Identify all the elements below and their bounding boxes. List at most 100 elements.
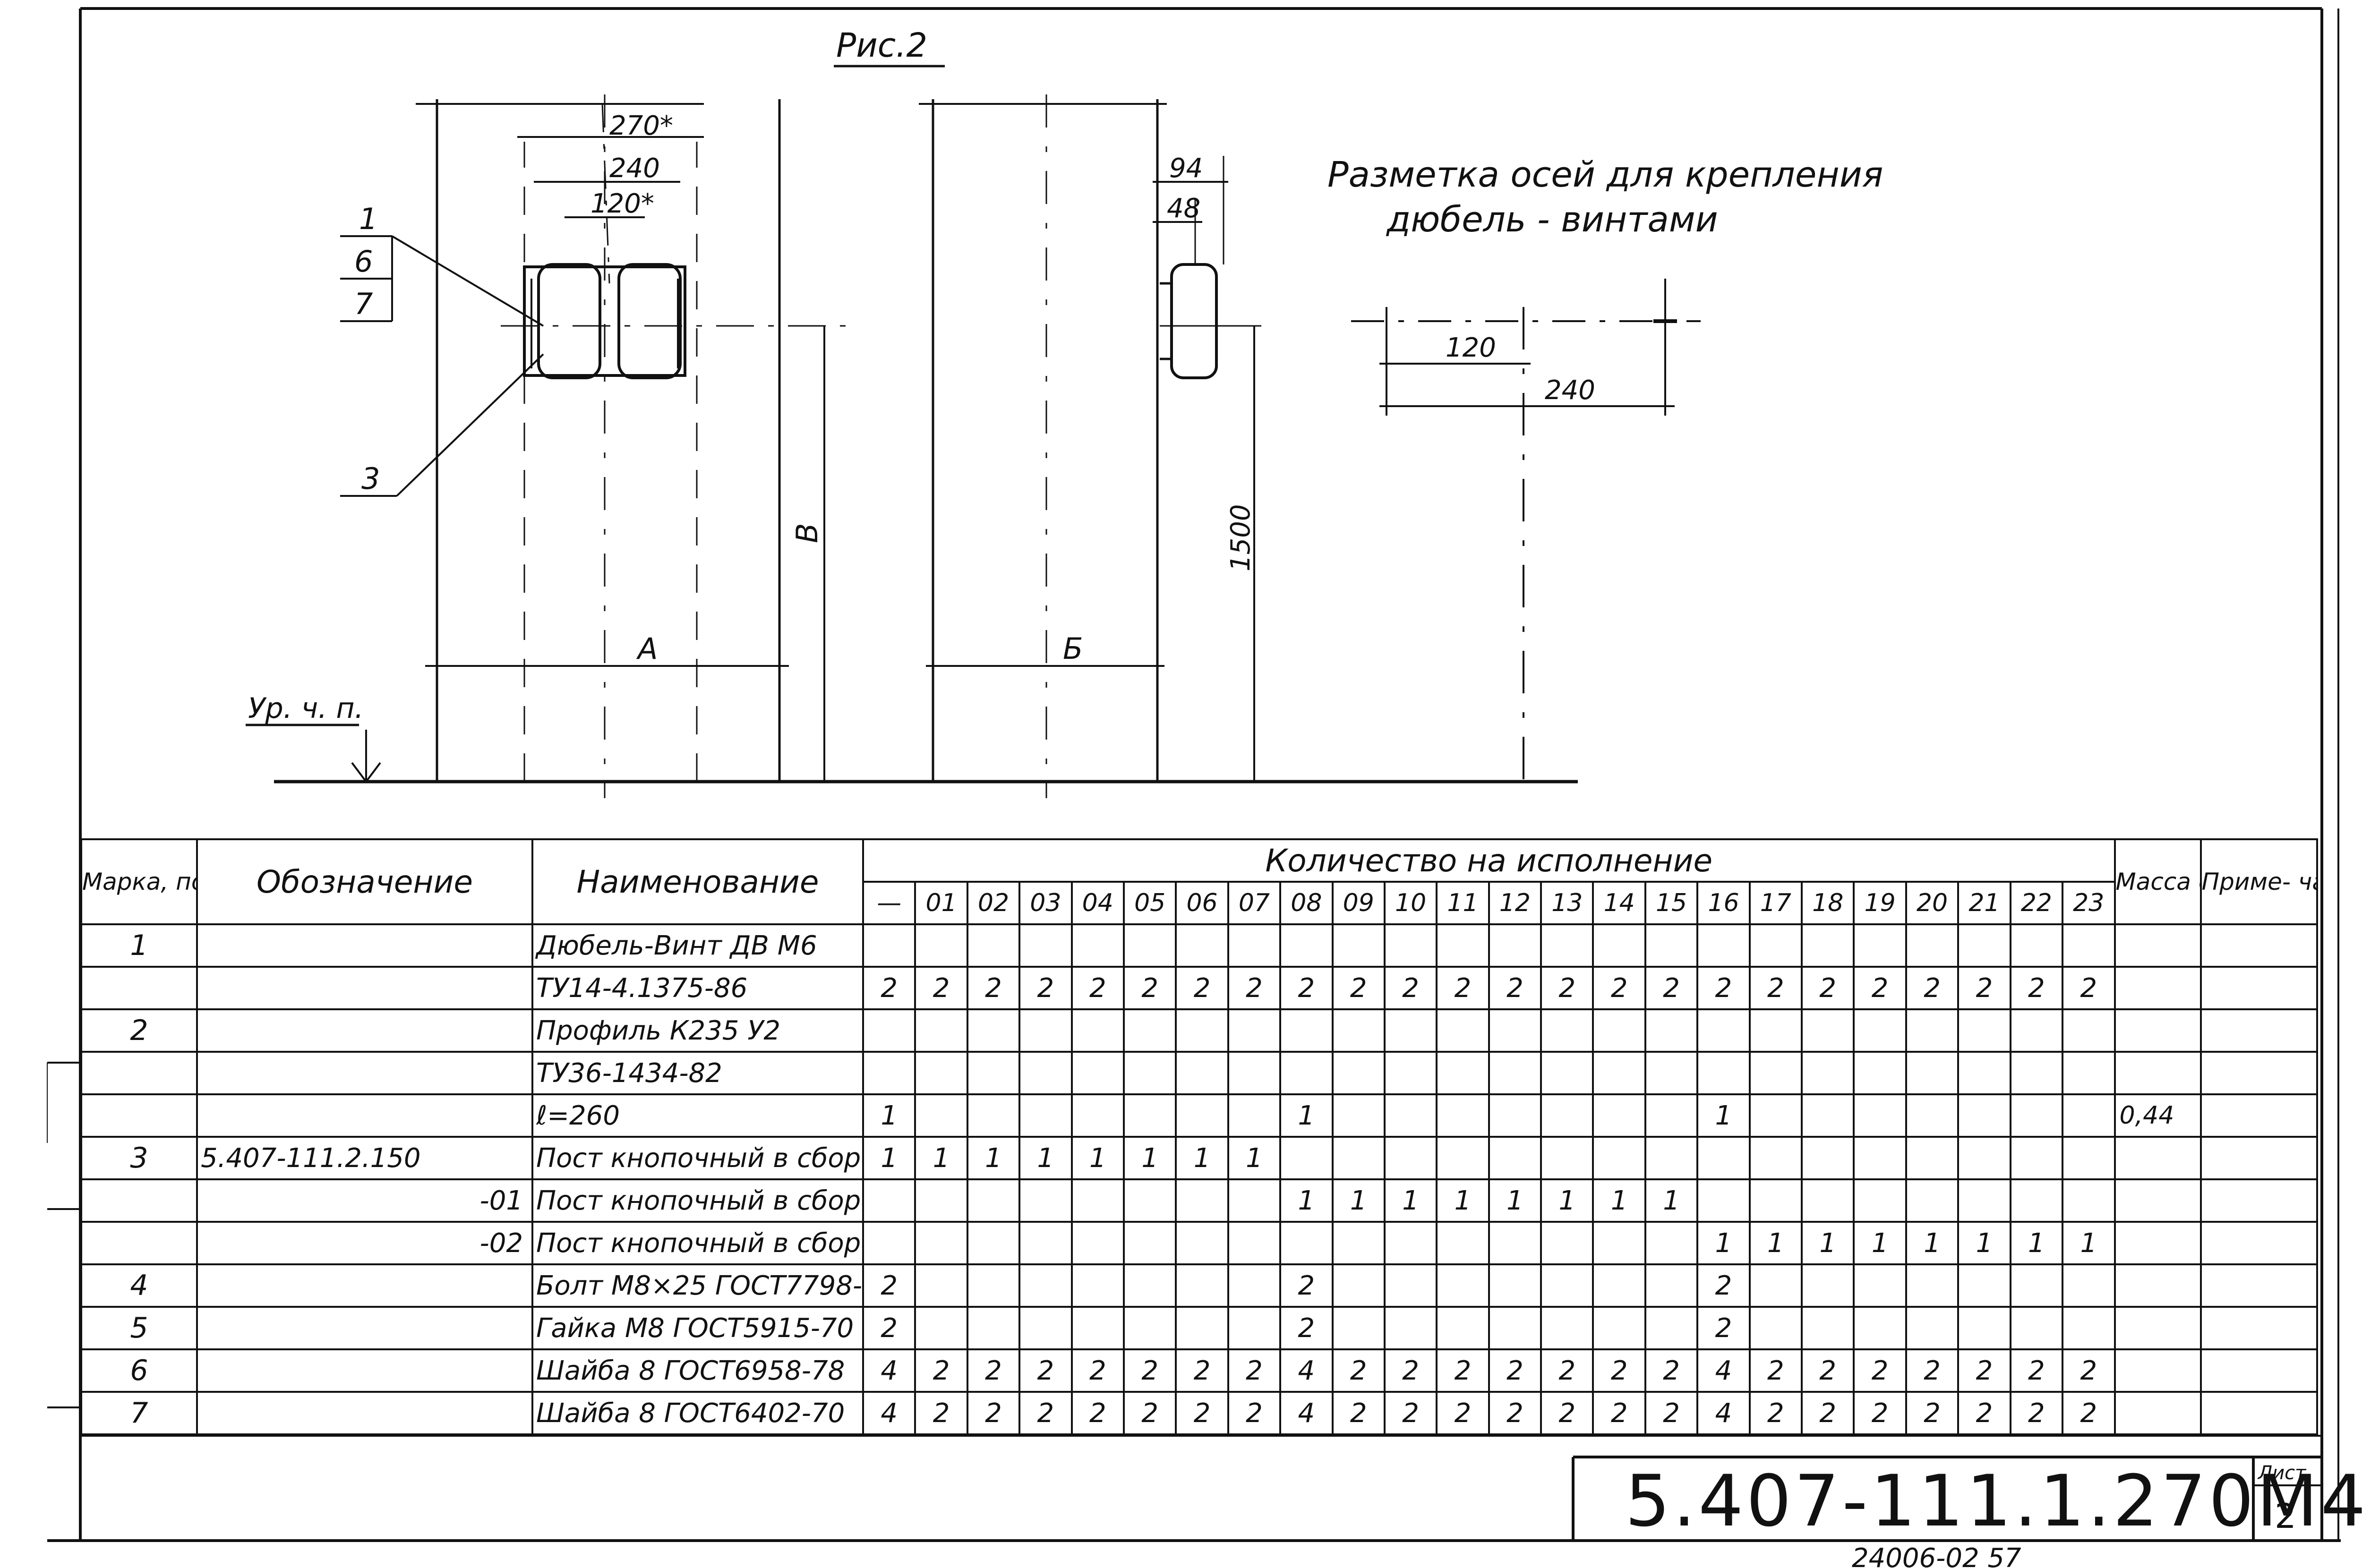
quantity-cell [1331,1051,1386,1095]
designation-cell [196,1348,533,1393]
quantity-cell [1175,923,1229,968]
quantity-cell: 2 [1905,1391,1960,1435]
name-cell: Дюбель-Винт ДВ М6 [531,923,864,968]
position-cell: 4 [80,1263,198,1308]
col-name-header: Наименование [531,838,864,925]
quantity-cell [1018,1051,1073,1095]
quantity-cell: 2 [1488,1348,1542,1393]
document-code: 5.407-111.1.270М4 [1625,1460,2362,1542]
quantity-cell [1644,923,1699,968]
front-view [416,94,846,798]
quantity-cell [2061,1136,2116,1180]
marking-240: 240 [1545,375,1595,406]
name-cell: Профиль К235 У2 [531,1008,864,1053]
quantity-cell [1436,1136,1490,1180]
col-note-header: Приме- чание [2199,838,2318,925]
quantity-cell [1957,1008,2011,1053]
quantity-cell [1748,1306,1803,1350]
dim-A: А [636,631,658,666]
quantity-cell: 2 [1853,966,1907,1010]
quantity-cell: 2 [1801,1348,1855,1393]
quantity-cell: 2 [1801,1391,1855,1435]
note-cell [2199,1008,2318,1053]
quantity-cell [1801,1178,1855,1223]
quantity-cell [966,1306,1021,1350]
quantity-cell [1801,1093,1855,1138]
quantity-cell [1644,1221,1699,1265]
quantity-cell [2061,1178,2116,1223]
variant-header: 20 [1905,881,1960,925]
dim-1500: 1500 [1225,504,1256,571]
quantity-cell: 4 [1279,1391,1334,1435]
name-cell: Пост кнопочный в сборе [531,1178,864,1223]
quantity-cell [966,1051,1021,1095]
quantity-cell [1957,1136,2011,1180]
quantity-cell: 4 [1696,1391,1751,1435]
quantity-cell [1018,923,1073,968]
name-cell: Пост кнопочный в сборе [531,1136,864,1180]
variant-header: 16 [1696,881,1751,925]
note-cell [2199,1178,2318,1223]
mass-cell [2114,966,2202,1010]
quantity-cell: 1 [1905,1221,1960,1265]
quantity-cell [1227,1263,1282,1308]
quantity-cell [1227,923,1282,968]
quantity-cell: 2 [1383,966,1438,1010]
quantity-cell [1070,1263,1125,1308]
quantity-cell: 1 [862,1093,916,1138]
note-cell [2199,1051,2318,1095]
note-cell [2199,1263,2318,1308]
quantity-cell [1905,923,1960,968]
dim-120: 120* [590,188,654,219]
quantity-cell [966,1093,1021,1138]
quantity-cell [1592,1051,1646,1095]
quantity-cell [1853,1306,1907,1350]
quantity-cell [1801,923,1855,968]
quantity-cell: 2 [1540,966,1594,1010]
sheet-frame [47,7,2341,1542]
quantity-cell: 2 [1070,966,1125,1010]
quantity-cell [1853,923,1907,968]
quantity-cell [1279,1136,1334,1180]
quantity-cell [1175,1221,1229,1265]
quantity-cell [1592,1306,1646,1350]
quantity-cell: 4 [862,1391,916,1435]
quantity-cell: 2 [1748,1348,1803,1393]
quantity-cell: 2 [1227,966,1282,1010]
quantity-cell: 1 [1436,1178,1490,1223]
quantity-cell [1957,1093,2011,1138]
quantity-cell: 2 [2009,1391,2063,1435]
archive-number: 24006-02 57 [1852,1543,2021,1568]
quantity-cell [1122,1008,1177,1053]
quantity-cell [1018,1263,1073,1308]
col-mark-header: Марка, поз. [80,838,198,925]
variant-header: 05 [1122,881,1177,925]
variant-header: 22 [2009,881,2063,925]
quantity-cell [862,1008,916,1053]
designation-cell: 5.407-111.2.150 [196,1136,533,1180]
quantity-cell: 2 [1957,1348,2011,1393]
quantity-cell [1801,1051,1855,1095]
quantity-cell: 2 [1436,1348,1490,1393]
quantity-cell [1175,1051,1229,1095]
quantity-cell [1853,1178,1907,1223]
quantity-cell [1905,1263,1960,1308]
specification-table: Марка, поз. Обозначение Наименование Кол… [80,838,2318,1435]
quantity-cell [1175,1263,1229,1308]
quantity-cell [1436,1051,1490,1095]
sheet-label: Лист [2257,1462,2307,1484]
marking-note-line2: дюбель - винтами [1386,199,1718,240]
quantity-cell: 1 [862,1136,916,1180]
mass-cell [2114,1008,2202,1053]
quantity-cell: 2 [1227,1348,1282,1393]
quantity-cell [2061,1008,2116,1053]
mass-cell [2114,1221,2202,1265]
sheet-number: 2 [2275,1496,2296,1536]
quantity-cell: 1 [1540,1178,1594,1223]
quantity-cell [1436,1093,1490,1138]
quantity-cell: 1 [1853,1221,1907,1265]
quantity-cell: 2 [1853,1391,1907,1435]
